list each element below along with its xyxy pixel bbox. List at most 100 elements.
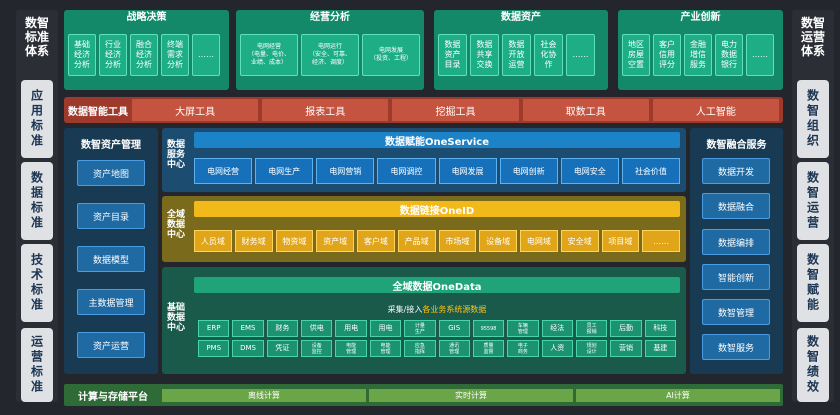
source-system-chip[interactable]: 财务 <box>266 320 299 337</box>
source-system-chip[interactable]: PMS <box>198 340 230 357</box>
source-system-chip[interactable]: 电能 管理 <box>369 340 402 357</box>
source-system-chip[interactable]: 计量 生产 <box>404 320 436 337</box>
business-tile[interactable]: 电网发展 （投资、工程） <box>362 34 420 76</box>
domain-chip[interactable]: 物资域 <box>275 230 314 252</box>
source-system-chip[interactable]: 人资 <box>541 340 573 357</box>
source-system-chip[interactable]: 凭证 <box>266 340 299 357</box>
service-chip[interactable]: 电网生产 <box>255 158 314 184</box>
source-system-chip[interactable]: 用电 <box>369 320 402 337</box>
source-system-chip[interactable]: 车辆 管理 <box>507 320 539 337</box>
innovation-tile[interactable]: 金融 增信 服务 <box>684 34 712 76</box>
domain-chip[interactable]: 项目域 <box>601 230 640 252</box>
asset-catalog-button[interactable]: 资产目录 <box>77 203 145 229</box>
compute-storage-title: 计算与存储平台 <box>78 391 148 403</box>
service-center-label: 数据 服务 中心 <box>166 140 185 170</box>
source-system-chip[interactable]: DMS <box>232 340 264 357</box>
standard-item-application[interactable]: 应用标准 <box>21 80 53 158</box>
assets-tile[interactable]: 数据 开放 运营 <box>502 34 531 76</box>
service-chip[interactable]: 社会价值 <box>621 158 680 184</box>
source-system-chip[interactable]: 员工 报销 <box>575 320 608 337</box>
source-system-chip[interactable]: 后勤 <box>610 320 642 337</box>
source-system-chip[interactable]: EMS <box>232 320 264 337</box>
business-tile[interactable]: 电网经营 （电量、电价、 业绩、成本） <box>240 34 298 76</box>
domain-chip[interactable]: 人员域 <box>194 230 232 252</box>
source-system-chip[interactable]: 规划 设计 <box>575 340 608 357</box>
innovation-tile[interactable]: 地区 房屋 空置 <box>622 34 650 76</box>
source-system-chip[interactable]: 供电 <box>301 320 333 337</box>
innovation-tile[interactable]: 客户 信用 评分 <box>653 34 681 76</box>
data-model-button[interactable]: 数据模型 <box>77 246 145 272</box>
data-dev-button[interactable]: 数据开发 <box>702 158 770 184</box>
data-orchestration-button[interactable]: 数据编排 <box>702 229 770 255</box>
strategy-tile[interactable]: 终端 需求 分析 <box>161 34 189 76</box>
ai-compute[interactable]: AI计算 <box>576 388 780 402</box>
asset-operation-button[interactable]: 资产运营 <box>77 332 145 358</box>
assets-tile[interactable]: 数据 共享 交换 <box>470 34 499 76</box>
domain-chip[interactable]: 财务域 <box>234 230 273 252</box>
source-system-chip[interactable]: 质量 监督 <box>472 340 505 357</box>
operations-column-title: 数智 运营 体系 <box>800 16 825 58</box>
service-chip[interactable]: 电网创新 <box>499 158 558 184</box>
source-system-chip[interactable]: 经法 <box>541 320 573 337</box>
realtime-compute[interactable]: 实时计算 <box>369 388 573 402</box>
base-center-band: 基础 数据 中心 全域数据OneData 采集/接入各业务系统源数据 ERP E… <box>162 267 686 374</box>
service-chip[interactable]: 电网安全 <box>560 158 619 184</box>
assets-tile[interactable]: 社会 化协 作 <box>534 34 563 76</box>
service-chip[interactable]: 电网经营 <box>194 158 253 184</box>
strategy-tile[interactable]: 基础 经济 分析 <box>68 34 96 76</box>
source-system-chip[interactable]: 营销 <box>610 340 642 357</box>
source-system-chip[interactable]: 基建 <box>644 340 676 357</box>
source-system-chip[interactable]: 电子 商务 <box>507 340 539 357</box>
tool-mining[interactable]: 挖掘工具 <box>392 99 519 121</box>
standard-item-tech[interactable]: 技术标准 <box>21 244 53 322</box>
source-system-chip[interactable]: ERP <box>198 320 230 337</box>
tool-ai[interactable]: 人工智能 <box>652 99 780 121</box>
business-tile[interactable]: 电网运行 （安全、可靠、 经济、调度） <box>301 34 359 76</box>
standard-item-data[interactable]: 数据标准 <box>21 162 53 240</box>
group-data-assets: 数据资产 数据 资产 目录 数据 共享 交换 数据 开放 运营 社会 化协 作 … <box>434 10 608 90</box>
strategy-tile[interactable]: 融合 经济 分析 <box>130 34 158 76</box>
strategy-tile[interactable]: …… <box>192 34 220 76</box>
ops-item-operation[interactable]: 数智运营 <box>797 162 829 240</box>
source-system-chip[interactable]: 应急 指挥 <box>404 340 436 357</box>
domain-chip[interactable]: 电网域 <box>520 230 558 252</box>
source-system-chip[interactable]: 电能 管理 <box>335 340 367 357</box>
strategy-tile[interactable]: 行业 经济 分析 <box>99 34 127 76</box>
source-system-chip[interactable]: 用电 <box>335 320 367 337</box>
service-chip[interactable]: 电网营销 <box>316 158 375 184</box>
fusion-panel-title: 数智融合服务 <box>706 140 767 151</box>
domain-chip[interactable]: 安全域 <box>560 230 599 252</box>
source-system-chip[interactable]: GIS <box>438 320 470 337</box>
data-fusion-button[interactable]: 数据融合 <box>702 193 770 219</box>
source-system-chip[interactable]: 科技 <box>644 320 676 337</box>
domain-chip[interactable]: …… <box>642 230 680 252</box>
ops-item-performance[interactable]: 数智绩效 <box>797 328 829 402</box>
source-system-chip[interactable]: 95598 <box>472 320 505 337</box>
domain-chip[interactable]: 客户域 <box>357 230 395 252</box>
tool-report[interactable]: 报表工具 <box>262 99 389 121</box>
service-chip[interactable]: 电网调控 <box>377 158 436 184</box>
tool-fetch[interactable]: 取数工具 <box>522 99 649 121</box>
domain-chip[interactable]: 设备域 <box>479 230 517 252</box>
service-chip[interactable]: 电网发展 <box>438 158 497 184</box>
ops-item-organization[interactable]: 数智组织 <box>797 80 829 158</box>
smart-management-button[interactable]: 数智管理 <box>702 299 770 325</box>
standard-item-operation[interactable]: 运营标准 <box>21 328 53 402</box>
domain-chip[interactable]: 资产域 <box>316 230 354 252</box>
oneid-bar: 数据链接OneID <box>194 201 680 217</box>
domain-chip[interactable]: 产品域 <box>397 230 436 252</box>
tool-dashboard[interactable]: 大屏工具 <box>132 99 259 121</box>
source-system-chip[interactable]: 通讯 管理 <box>438 340 470 357</box>
asset-map-button[interactable]: 资产地图 <box>77 160 145 186</box>
source-system-chip[interactable]: 设备 监控 <box>301 340 333 357</box>
assets-tile[interactable]: 数据 资产 目录 <box>438 34 467 76</box>
smart-innovation-button[interactable]: 智能创新 <box>702 264 770 290</box>
smart-service-button[interactable]: 数智服务 <box>702 334 770 360</box>
innovation-tile[interactable]: …… <box>746 34 774 76</box>
offline-compute[interactable]: 离线计算 <box>162 388 366 402</box>
innovation-tile[interactable]: 电力 数据 银行 <box>715 34 743 76</box>
ops-item-empowerment[interactable]: 数智赋能 <box>797 244 829 322</box>
assets-tile[interactable]: …… <box>566 34 595 76</box>
domain-chip[interactable]: 市场域 <box>438 230 477 252</box>
master-data-button[interactable]: 主数据管理 <box>77 289 145 315</box>
